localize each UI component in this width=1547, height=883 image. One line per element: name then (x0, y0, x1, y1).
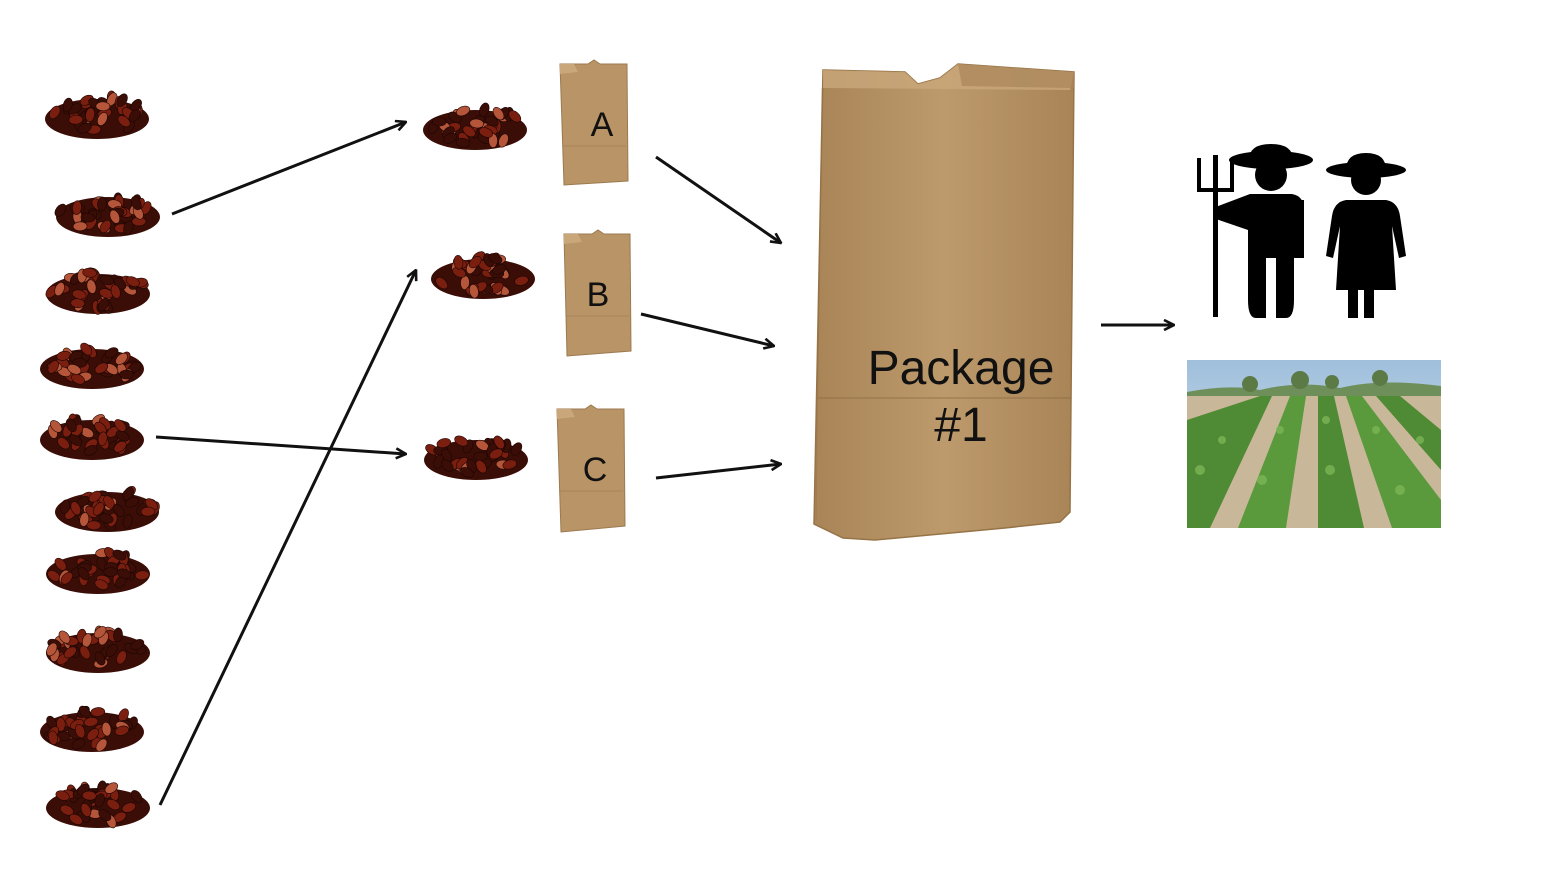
small-bag-c: C (556, 404, 626, 533)
farmers-group (1197, 144, 1406, 318)
bean-pile-icon (45, 267, 150, 315)
farmer-man-icon (1213, 144, 1313, 318)
bag-label-a: A (591, 106, 614, 144)
bag-label-b: B (587, 276, 610, 314)
bean-pile-icon (55, 486, 160, 532)
selected-bean-piles (423, 102, 535, 480)
bean-pile-icon (46, 780, 150, 829)
small-bag-a: A (559, 59, 629, 186)
package-bag: Package #1 (813, 63, 1075, 541)
bean-pile-icon (424, 435, 528, 480)
small-bag-b: B (563, 229, 632, 357)
arrow-to-pile-a (171, 122, 406, 216)
selection-arrows (155, 122, 416, 806)
bean-pile-icon (40, 413, 144, 460)
bean-pile-icon (54, 192, 160, 237)
paper-bag-icon (563, 229, 632, 357)
arrow-bag-a-to-package (655, 155, 781, 243)
arrow-bag-b-to-package (640, 312, 774, 346)
bean-field-photo (1187, 360, 1441, 528)
bag-label-c: C (583, 451, 608, 489)
packaging-arrows (640, 155, 781, 480)
paper-bag-icon (813, 63, 1075, 541)
paper-bag-icon (556, 404, 626, 533)
farmer-woman-icon (1326, 153, 1406, 318)
pitchfork-icon (1197, 155, 1234, 317)
bean-pile-icon (40, 342, 144, 389)
left-bean-piles (40, 90, 160, 829)
arrow-bag-c-to-package (655, 464, 781, 480)
bean-pile-icon (45, 90, 149, 139)
bean-pile-icon (40, 705, 144, 752)
paper-bag-icon (559, 59, 629, 186)
bean-pile-icon (431, 251, 535, 299)
arrow-to-pile-c (155, 435, 406, 454)
bean-pile-icon (423, 102, 527, 150)
arrow-to-pile-b (158, 270, 416, 806)
bean-pile-icon (46, 625, 150, 673)
package-label-line1: Package (868, 342, 1055, 395)
package-label-line2: #1 (934, 399, 987, 452)
bean-pile-icon (46, 547, 150, 594)
